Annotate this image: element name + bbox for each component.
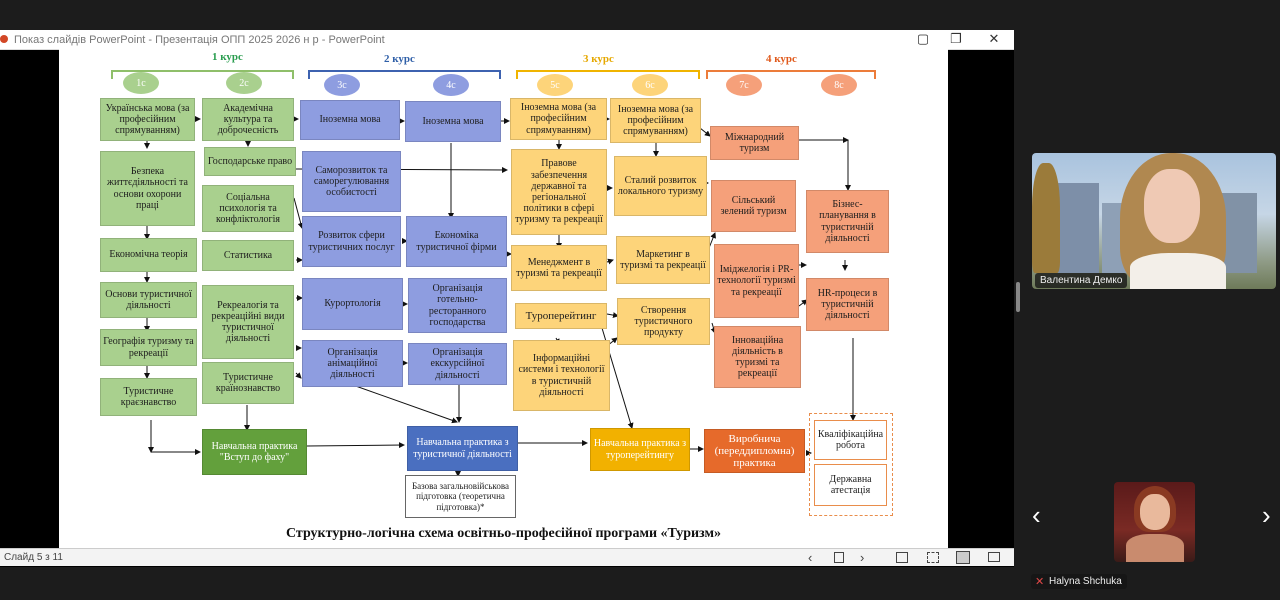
box-practice-touroperating: Навчальна практика з туроперейтингу: [590, 428, 690, 471]
course-3-bracket: [516, 70, 700, 79]
box-foreign-lang-s3: Іноземна мова: [300, 100, 400, 140]
semester-6-oval: 6с: [632, 74, 668, 96]
box-tour-operating: Туроперейтинг: [515, 303, 607, 329]
slide-sorter-icon[interactable]: [927, 552, 939, 563]
slide-counter: Слайд 5 з 11: [4, 552, 63, 563]
box-animation: Організація анімаційної діяльності: [302, 340, 403, 387]
box-practice-intro: Навчальна практика "Вступ до фаху": [202, 429, 307, 475]
restore-button[interactable]: ▢: [916, 31, 930, 46]
box-resortology: Курортологія: [302, 278, 403, 330]
reading-view-icon[interactable]: [956, 551, 970, 564]
box-sustainable-tourism: Сталий розвиток локального туризму: [614, 156, 707, 216]
course-2-bracket: [308, 70, 501, 79]
box-legal-support: Правове забезпечення державної та регіон…: [511, 149, 607, 235]
box-geo-tourism: Географія туризму та рекреації: [100, 329, 197, 366]
participant-tile-small[interactable]: [1114, 482, 1195, 562]
next-slide-icon[interactable]: ›: [860, 550, 865, 565]
background-building: [1054, 183, 1099, 273]
box-management: Менеджмент в туризмі та рекреації: [511, 245, 607, 291]
semester-5-oval: 5с: [537, 74, 573, 96]
participant-name-badge: Валентина Демко: [1035, 273, 1128, 288]
participant-tile-main[interactable]: Валентина Демко: [1032, 153, 1276, 289]
course-1-bracket: [111, 70, 294, 79]
box-foreign-lang-s6: Іноземна мова (за професійним спрямуванн…: [610, 98, 701, 143]
slideshow-status-bar: Слайд 5 з 11 ‹ ›: [0, 548, 1014, 566]
course-4-bracket: [706, 70, 876, 79]
mic-muted-icon: ✕: [1035, 576, 1045, 588]
slide-canvas: 1 курс 2 курс 3 курс 4 курс 1с 2с 3с 4с …: [59, 48, 948, 549]
box-local-lore: Туристичне краєзнавство: [100, 378, 197, 416]
course-4-title: 4 курс: [766, 53, 797, 65]
box-info-systems: Інформаційні системи і технології в тури…: [513, 340, 610, 411]
box-practice-tourism: Навчальна практика з туристичної діяльно…: [407, 426, 518, 471]
final-attestation-group: [809, 413, 893, 516]
slide-list-icon[interactable]: [834, 552, 844, 563]
box-tourism-services: Розвиток сфери туристичних послуг: [302, 216, 401, 267]
course-1-title: 1 курс: [212, 51, 243, 63]
box-country-studies: Туристичне країнознавство: [202, 362, 294, 404]
course-3-title: 3 курс: [583, 53, 614, 65]
box-practice-prediploma: Виробнича (переддипломна) практика: [704, 429, 805, 473]
slideshow-view-icon[interactable]: [988, 552, 1000, 562]
box-international-tourism: Міжнародний туризм: [710, 126, 799, 160]
window-titlebar[interactable]: Показ слайдів PowerPoint - Презентація О…: [0, 30, 1014, 50]
box-econ-theory: Економічна теорія: [100, 238, 197, 272]
box-excursions: Організація екскурсійної діяльності: [408, 343, 507, 385]
box-image-pr: Іміджелогія і PR-технології туризмі та р…: [714, 244, 799, 318]
semester-3-oval: 3с: [324, 74, 360, 96]
window-title: Показ слайдів PowerPoint - Презентація О…: [14, 34, 385, 46]
semester-8-oval: 8с: [821, 74, 857, 96]
semester-2-oval: 2с: [226, 72, 262, 94]
close-button[interactable]: ✕: [988, 31, 1000, 46]
box-tourism-basics: Основи туристичної діяльності: [100, 282, 197, 318]
box-state-attestation: Державна атестація: [814, 464, 887, 506]
course-2-title: 2 курс: [384, 53, 415, 65]
participant-name-badge: ✕ Halyna Shchuka: [1031, 574, 1127, 589]
box-social-psychology: Соціальна психологія та конфліктологія: [202, 185, 294, 232]
speaker-face: [1144, 169, 1200, 243]
box-firm-economics: Економіка туристичної фірми: [406, 216, 507, 267]
speaker-face: [1140, 494, 1170, 530]
box-qualification-work: Кваліфікаційна робота: [814, 420, 887, 460]
box-foreign-lang-s5: Іноземна мова (за професійним спрямуванн…: [510, 98, 607, 140]
app-icon: [0, 35, 8, 43]
semester-7-oval: 7с: [726, 74, 762, 96]
gallery-prev-button[interactable]: ‹: [1032, 500, 1041, 530]
semester-1-oval: 1с: [123, 72, 159, 94]
box-innovation: Інноваційна діяльність в туризмі та рекр…: [714, 326, 801, 388]
prev-slide-icon[interactable]: ‹: [808, 550, 813, 565]
box-recreology: Рекреалогія та рекреаційні види туристич…: [202, 285, 294, 359]
slide-caption: Структурно-логічна схема освітньо-профес…: [285, 526, 722, 541]
box-foreign-lang-s4: Іноземна мова: [405, 101, 501, 142]
box-statistics: Статистика: [202, 240, 294, 271]
box-hr-processes: HR-процеси в туристичній діяльності: [806, 278, 889, 331]
maximize-button[interactable]: ❐: [950, 31, 962, 46]
semester-4-oval: 4с: [433, 74, 469, 96]
box-marketing: Маркетинг в туризмі та рекреації: [616, 236, 710, 284]
box-safety: Безпека життєдіяльності та основи охорон…: [100, 151, 195, 226]
participant-name: Halyna Shchuka: [1049, 576, 1122, 587]
box-hotel-restaurant: Організація готельно-ресторанного господ…: [408, 278, 507, 333]
box-academic-culture: Академічна культура та доброчесність: [202, 98, 294, 141]
box-business-planning: Бізнес-планування в туристичній діяльнос…: [806, 190, 889, 253]
box-rural-tourism: Сільський зелений туризм: [711, 180, 796, 232]
box-military-training: Базова загальновійськова підготовка (тео…: [405, 475, 516, 518]
panel-resize-handle[interactable]: [1016, 282, 1020, 312]
gallery-next-button[interactable]: ›: [1262, 500, 1271, 530]
normal-view-icon[interactable]: [896, 552, 908, 563]
background-tree: [1032, 163, 1060, 273]
box-tour-product: Створення туристичного продукту: [617, 298, 710, 345]
box-self-development: Саморозвиток та саморегулювання особисто…: [302, 151, 401, 212]
box-economic-law: Господарське право: [204, 147, 296, 176]
speaker-body: [1130, 253, 1226, 289]
speaker-body: [1126, 534, 1184, 562]
box-ukr-lang: Українська мова (за професійним спрямува…: [100, 98, 195, 141]
